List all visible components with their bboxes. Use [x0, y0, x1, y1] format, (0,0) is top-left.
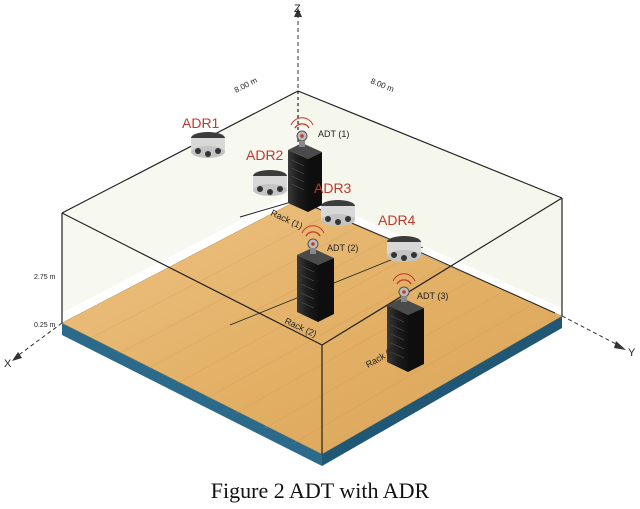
axis-y-label: Y [628, 347, 636, 359]
axis-z-label: Z [294, 3, 301, 15]
back-right-wall [298, 91, 562, 308]
y-arrow-icon [614, 341, 626, 350]
reader-label-4: ADR4 [378, 212, 416, 228]
figure-caption: Figure 2 ADT with ADR [210, 478, 430, 503]
room-diagram: Z X Y 8.00 m 8.00 m 2.75 m 0.25 m [4, 3, 636, 466]
reader-icon-3 [321, 200, 355, 226]
reader-label-2: ADR2 [246, 147, 284, 163]
tag-icon-2 [301, 225, 325, 254]
dimension-height-lower: 0.25 m [34, 322, 56, 329]
rack-2 [297, 248, 334, 322]
reader-icon-4 [387, 236, 421, 262]
dimension-height-upper: 2.75 m [34, 274, 56, 281]
tag-label-1: ADT (1) [318, 129, 349, 139]
x-arrow-icon [12, 352, 22, 361]
dimension-width-left: 8.00 m [233, 76, 259, 95]
dimension-width-right: 8.00 m [369, 77, 395, 95]
floor-inner-outline [239, 199, 556, 314]
reader-label-3: ADR3 [314, 180, 352, 196]
tag-icon-1 [290, 117, 314, 147]
room-wireframe [61, 90, 563, 454]
reader-icon-1 [191, 132, 225, 158]
tag-icon-3 [392, 273, 416, 302]
floor-edge-left [62, 323, 322, 466]
axis-x-label: X [4, 358, 12, 370]
floor-edge-right [322, 316, 562, 466]
reader-icon-2 [253, 170, 287, 196]
reader-label-1: ADR1 [182, 115, 220, 131]
rack-3 [387, 298, 424, 372]
z-arrow-icon [294, 8, 302, 17]
floor-pattern [90, 214, 531, 444]
back-left-wall [62, 91, 298, 313]
rack-1 [288, 143, 322, 212]
tag-label-3: ADT (3) [417, 291, 448, 301]
axes [15, 14, 621, 358]
tag-label-2: ADT (2) [327, 243, 358, 253]
